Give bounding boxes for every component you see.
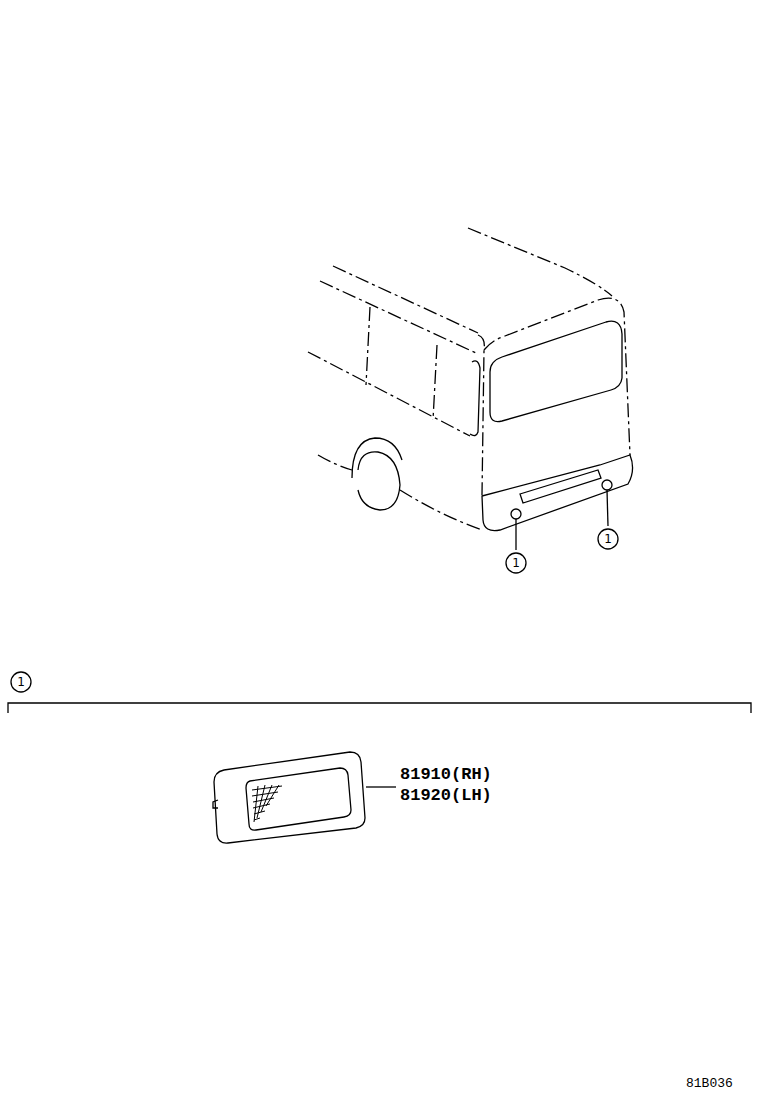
wheel <box>358 452 400 510</box>
leader-line <box>515 519 516 550</box>
roof-line <box>333 266 478 333</box>
belt-line <box>308 352 470 436</box>
reflector-spot <box>511 509 521 519</box>
window-line <box>320 281 476 353</box>
callout-circle: 1 <box>505 552 527 574</box>
callout-ring <box>11 672 31 692</box>
section-bracket <box>8 703 751 713</box>
callout-ring <box>506 553 526 573</box>
callout-circle: 1 <box>597 528 619 550</box>
bumper <box>482 455 633 531</box>
rear-window <box>490 321 622 421</box>
hatch <box>254 785 279 822</box>
callout-ring <box>598 529 618 549</box>
roof-line <box>468 228 612 296</box>
figure-code: 81B036 <box>686 1076 733 1091</box>
wheel-arch <box>352 438 402 478</box>
reflector-tab <box>213 800 218 808</box>
part-number: 81910(RH) <box>400 765 492 784</box>
reflector-lens <box>246 768 351 830</box>
sill-line <box>400 490 482 530</box>
callout-number: 1 <box>10 671 32 693</box>
callout-number: 1 <box>505 552 527 574</box>
rear-gate <box>484 298 630 455</box>
side-window-edge <box>470 361 480 436</box>
reflector-spot <box>602 480 612 490</box>
reflector-body <box>214 752 365 843</box>
part-number: 81920(LH) <box>400 786 492 805</box>
callout-circle: 1 <box>10 671 32 693</box>
garnish <box>520 470 601 503</box>
callout-number: 1 <box>597 528 619 550</box>
pillar-line <box>433 345 437 420</box>
pillar-line <box>366 307 370 385</box>
leader-line <box>366 786 396 787</box>
leader-line <box>607 490 608 526</box>
sill-line <box>318 455 352 470</box>
